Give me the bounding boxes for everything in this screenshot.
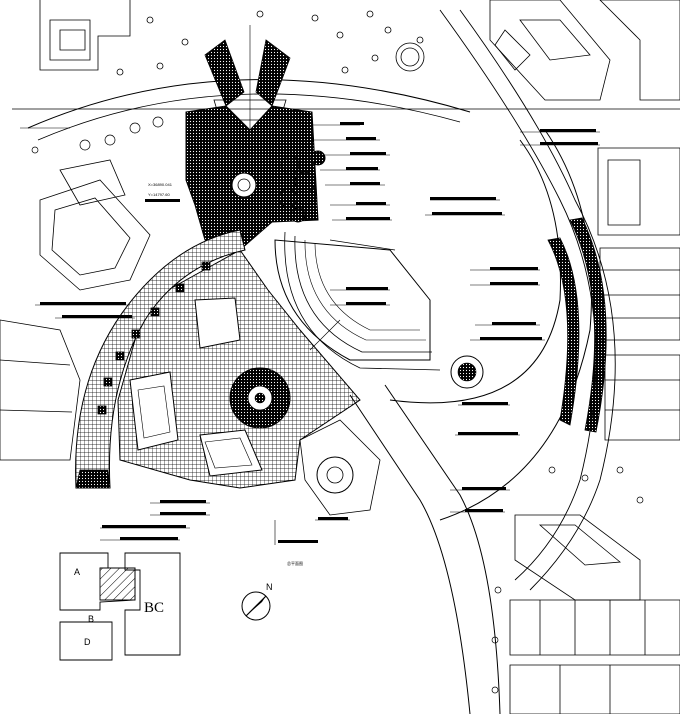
- planting-cluster: [278, 150, 326, 223]
- key-plan-label-b: B: [88, 614, 94, 624]
- key-plan-label-a: A: [74, 567, 80, 577]
- tree-symbols-edge: [31, 116, 644, 694]
- north-letter: N: [266, 582, 273, 592]
- east-hatch-strip-2: [569, 217, 607, 433]
- key-plan-inset: [59, 552, 181, 661]
- fountain-north: [231, 172, 257, 198]
- amphitheatre: [274, 231, 441, 371]
- callout-bars: [40, 122, 598, 543]
- east-hatch-strip: [547, 237, 580, 426]
- west-hatch-strip: [75, 469, 111, 489]
- central-round-garden: [229, 367, 291, 429]
- south-round-feature: [299, 419, 381, 516]
- plaza-north-arc: [27, 79, 471, 129]
- north-arrow-icon: [241, 591, 271, 621]
- coordinate-x-label: X=36890.041: [148, 182, 173, 187]
- east-boundary: [439, 9, 616, 591]
- buildings-east: [597, 147, 680, 441]
- east-round-feature: [450, 355, 484, 389]
- buildings-west: [0, 159, 151, 461]
- access-road: [349, 129, 593, 714]
- pools: [129, 297, 263, 477]
- building-top-left: [39, 0, 131, 71]
- tree-pits-west: [97, 261, 211, 415]
- key-plan-label-d: D: [84, 637, 91, 647]
- west-band-paving: [75, 229, 246, 489]
- buildings-south-east: [509, 514, 680, 714]
- key-plan-label-bc: BC: [144, 600, 164, 616]
- main-plaza-paving: [117, 249, 361, 489]
- coordinate-y-label: Y=14797.60: [148, 192, 170, 197]
- tree-symbols-top: [116, 10, 425, 76]
- building-top-right: [489, 0, 680, 101]
- drawing-title: 总平面图: [287, 560, 303, 566]
